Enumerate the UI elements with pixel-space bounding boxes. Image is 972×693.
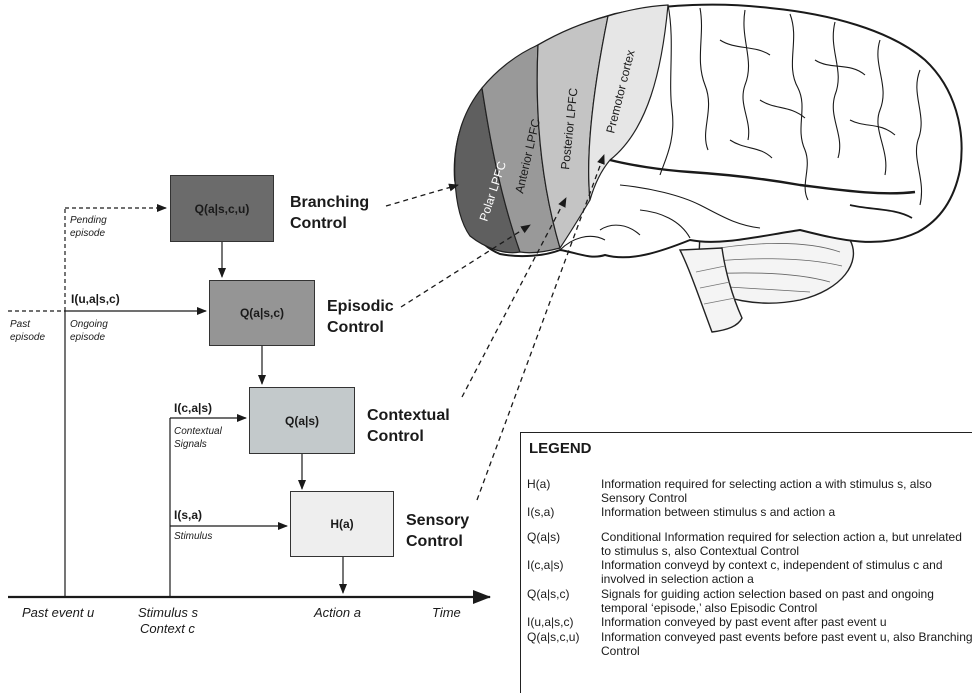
legend-symbol: I(s,a) [527,505,555,519]
legend-panel: LEGEND H(a) Information required for sele… [520,432,972,693]
brainstem [678,247,743,333]
legend-symbol: Q(a|s,c,u) [527,630,580,644]
contextual-signal-label: I(c,a|s) [174,401,213,415]
context-axis-label: Context c [140,621,195,636]
legend-description: Information required for selecting actio… [601,477,932,505]
brain-illustration [453,3,963,333]
sensory-signal-label: I(s,a) [174,508,203,522]
branching-box: Q(a|s,c,u) [170,175,274,242]
legend-description: Information conveyed past events before … [601,630,972,658]
past-event-label: Past event u [22,605,95,620]
stimulus-axis-label: Stimulus s [138,605,198,620]
sensory-box: H(a) [290,491,394,557]
episodic-signal-label: I(u,a|s,c) [71,292,120,306]
legend-description: Information conveyed by past event after… [601,615,887,629]
legend-symbol: H(a) [527,477,551,491]
episodic-box: Q(a|s,c) [209,280,315,346]
legend-description: Information conveyd by context c, indepe… [601,558,943,586]
legend-symbol: Q(a|s) [527,530,561,544]
legend-title: LEGEND [529,440,592,457]
legend-symbol: I(c,a|s) [527,558,564,572]
time-axis-label: Time [432,605,461,620]
legend-description: Signals for guiding action selection bas… [601,587,934,615]
contextual-box: Q(a|s) [249,387,355,454]
legend-symbol: Q(a|s,c) [527,587,570,601]
legend-description: Information between stimulus s and actio… [601,505,836,519]
stimulus-sub-label: Stimulus [174,531,213,542]
legend-symbol: I(u,a|s,c) [527,615,574,629]
legend-description: Conditional Information required for sel… [601,530,962,558]
action-axis-label: Action a [314,605,361,620]
